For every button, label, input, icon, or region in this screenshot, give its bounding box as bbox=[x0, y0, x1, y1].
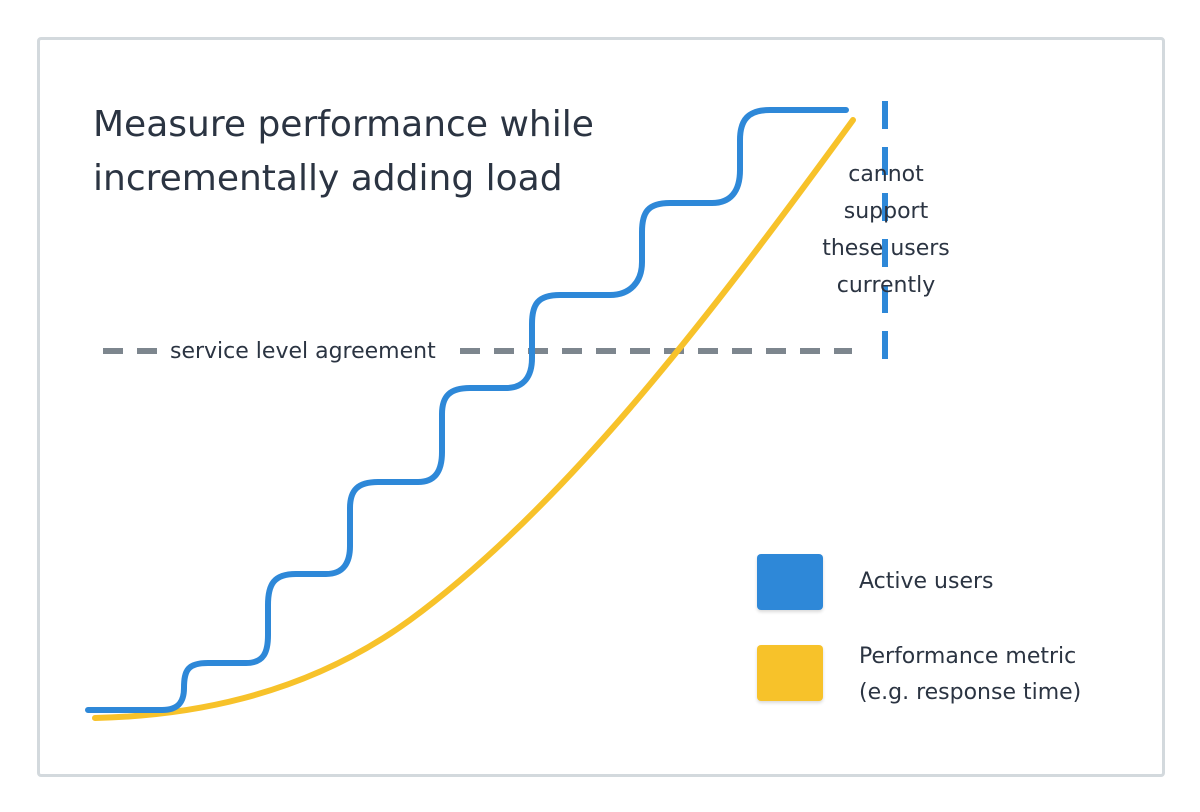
capacity-note-line-1: cannot bbox=[848, 162, 924, 187]
active-users-label-text: Active users bbox=[859, 569, 994, 594]
active-users-swatch bbox=[757, 554, 823, 610]
performance-label-line-2: (e.g. response time) bbox=[859, 680, 1082, 705]
diagram-title: Measure performance while incrementally … bbox=[93, 98, 653, 206]
legend-item-active-users: Active users bbox=[757, 554, 994, 610]
diagram-frame bbox=[37, 37, 1165, 777]
performance-label-line-1: Performance metric bbox=[859, 644, 1077, 669]
active-users-label: Active users bbox=[859, 564, 994, 600]
performance-label: Performance metric (e.g. response time) bbox=[859, 639, 1081, 711]
capacity-note-line-4: currently bbox=[836, 273, 936, 298]
legend-item-performance: Performance metric (e.g. response time) bbox=[757, 644, 1081, 711]
capacity-note-line-2: support bbox=[843, 199, 929, 224]
capacity-note-line-3: these users bbox=[822, 236, 950, 261]
title-line-1: Measure performance while bbox=[93, 104, 594, 145]
capacity-note: cannot support these users currently bbox=[796, 156, 976, 304]
title-line-2: incrementally adding load bbox=[93, 158, 563, 199]
active-users-step-line bbox=[85, 107, 849, 713]
performance-metric-curve bbox=[92, 117, 856, 721]
performance-swatch bbox=[757, 645, 823, 701]
sla-label: service level agreement bbox=[170, 339, 436, 364]
